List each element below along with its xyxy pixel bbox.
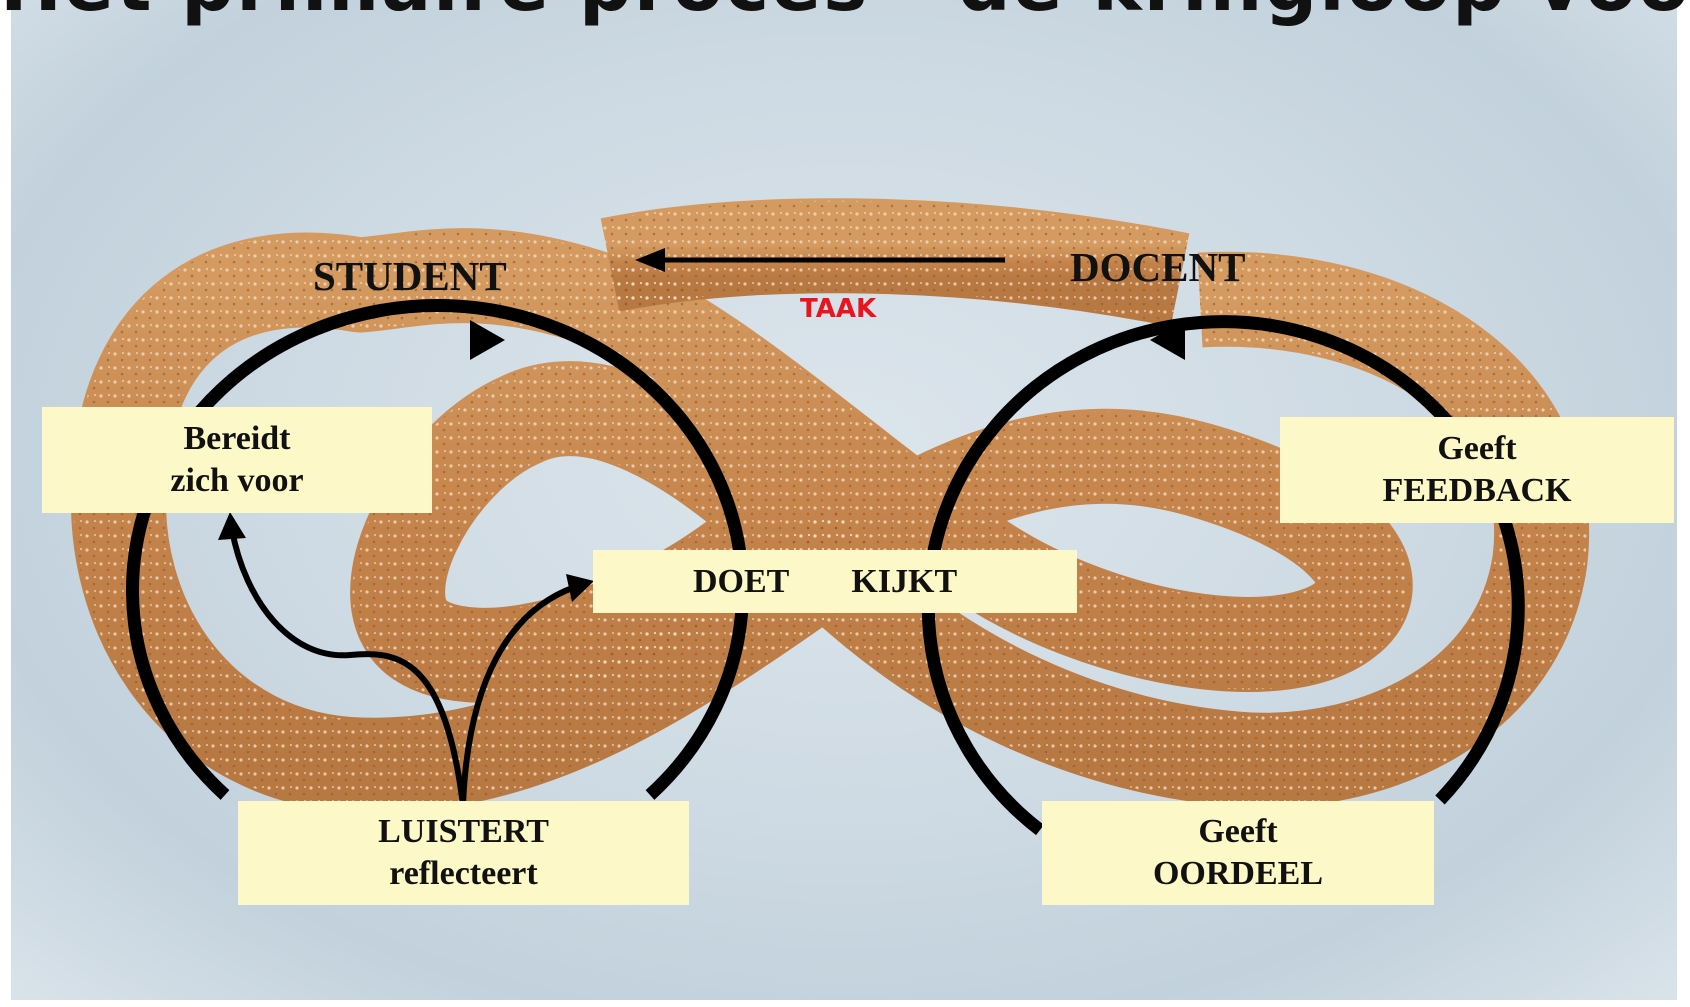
luistert-line1: LUISTERT [378,811,549,853]
taak-label: TAAK [800,294,876,324]
feedback-box: Geeft FEEDBACK [1280,417,1674,523]
bereidt-line2: zich voor [170,460,303,502]
docent-label: DOCENT [1070,243,1245,291]
luistert-line2: reflecteert [389,853,537,895]
arrow-to-bereidt-head [218,512,246,540]
page-title: Het primaire proces - de kringloop voor … [0,0,1690,28]
feedback-line2: FEEDBACK [1383,470,1572,512]
student-cycle-arrowhead [470,320,505,360]
feedback-line1: Geeft [1437,428,1516,470]
bereidt-line1: Bereidt [183,418,290,460]
doet-label: DOET [693,561,789,603]
oordeel-line1: Geeft [1198,811,1277,853]
doet-kijkt-box: DOET KIJKT [593,550,1077,613]
oordeel-box: Geeft OORDEEL [1042,801,1434,905]
luistert-box: LUISTERT reflecteert [238,801,689,905]
kijkt-label: KIJKT [851,561,957,603]
student-label: STUDENT [313,252,507,300]
oordeel-line2: OORDEEL [1153,853,1323,895]
bereidt-box: Bereidt zich voor [42,407,432,513]
